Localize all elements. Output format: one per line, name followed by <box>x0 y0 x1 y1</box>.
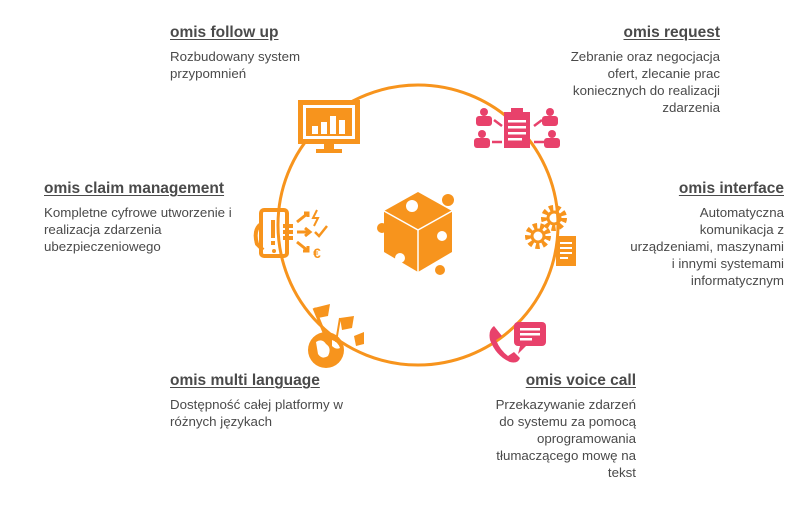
module-description: Automatyczna komunikacja z urządzeniami,… <box>630 205 784 288</box>
module-description: Rozbudowany system przypomnień <box>170 49 301 81</box>
phone-hand-alert-icon: € <box>253 208 328 261</box>
module-title: omis claim management <box>44 180 225 197</box>
globe-flags-icon <box>308 304 364 368</box>
module-title: omis voice call <box>525 372 636 389</box>
module-interface: omis interface Automatyczna komunikacja … <box>560 180 784 289</box>
module-description: Przekazywanie zdarzeń do systemu za pomo… <box>495 397 636 480</box>
module-follow-up: omis follow up Rozbudowany system przypo… <box>170 24 370 82</box>
module-voice-call: omis voice call Przekazywanie zdarzeń do… <box>450 372 636 481</box>
module-title: omis interface <box>678 180 784 197</box>
module-request: omis request Zebranie oraz negocjacja of… <box>520 24 720 116</box>
module-title: omis request <box>623 24 720 41</box>
gears-document-icon <box>525 205 576 266</box>
clipboard-people-icon <box>474 108 560 148</box>
module-multi-language: omis multi language Dostępność całej pla… <box>170 372 390 430</box>
svg-text:€: € <box>313 245 321 261</box>
phone-chat-icon <box>489 322 546 363</box>
module-title: omis multi language <box>170 372 320 389</box>
monitor-chart-icon <box>298 100 360 153</box>
module-description: Zebranie oraz negocjacja ofert, zlecanie… <box>570 49 720 115</box>
module-description: Dostępność całej platformy w różnych jęz… <box>170 397 343 429</box>
module-claim-management: omis claim management Kompletne cyfrowe … <box>44 180 294 255</box>
module-title: omis follow up <box>170 24 279 41</box>
puzzle-cube-icon <box>377 192 454 275</box>
module-description: Kompletne cyfrowe utworzenie i realizacj… <box>44 205 232 254</box>
